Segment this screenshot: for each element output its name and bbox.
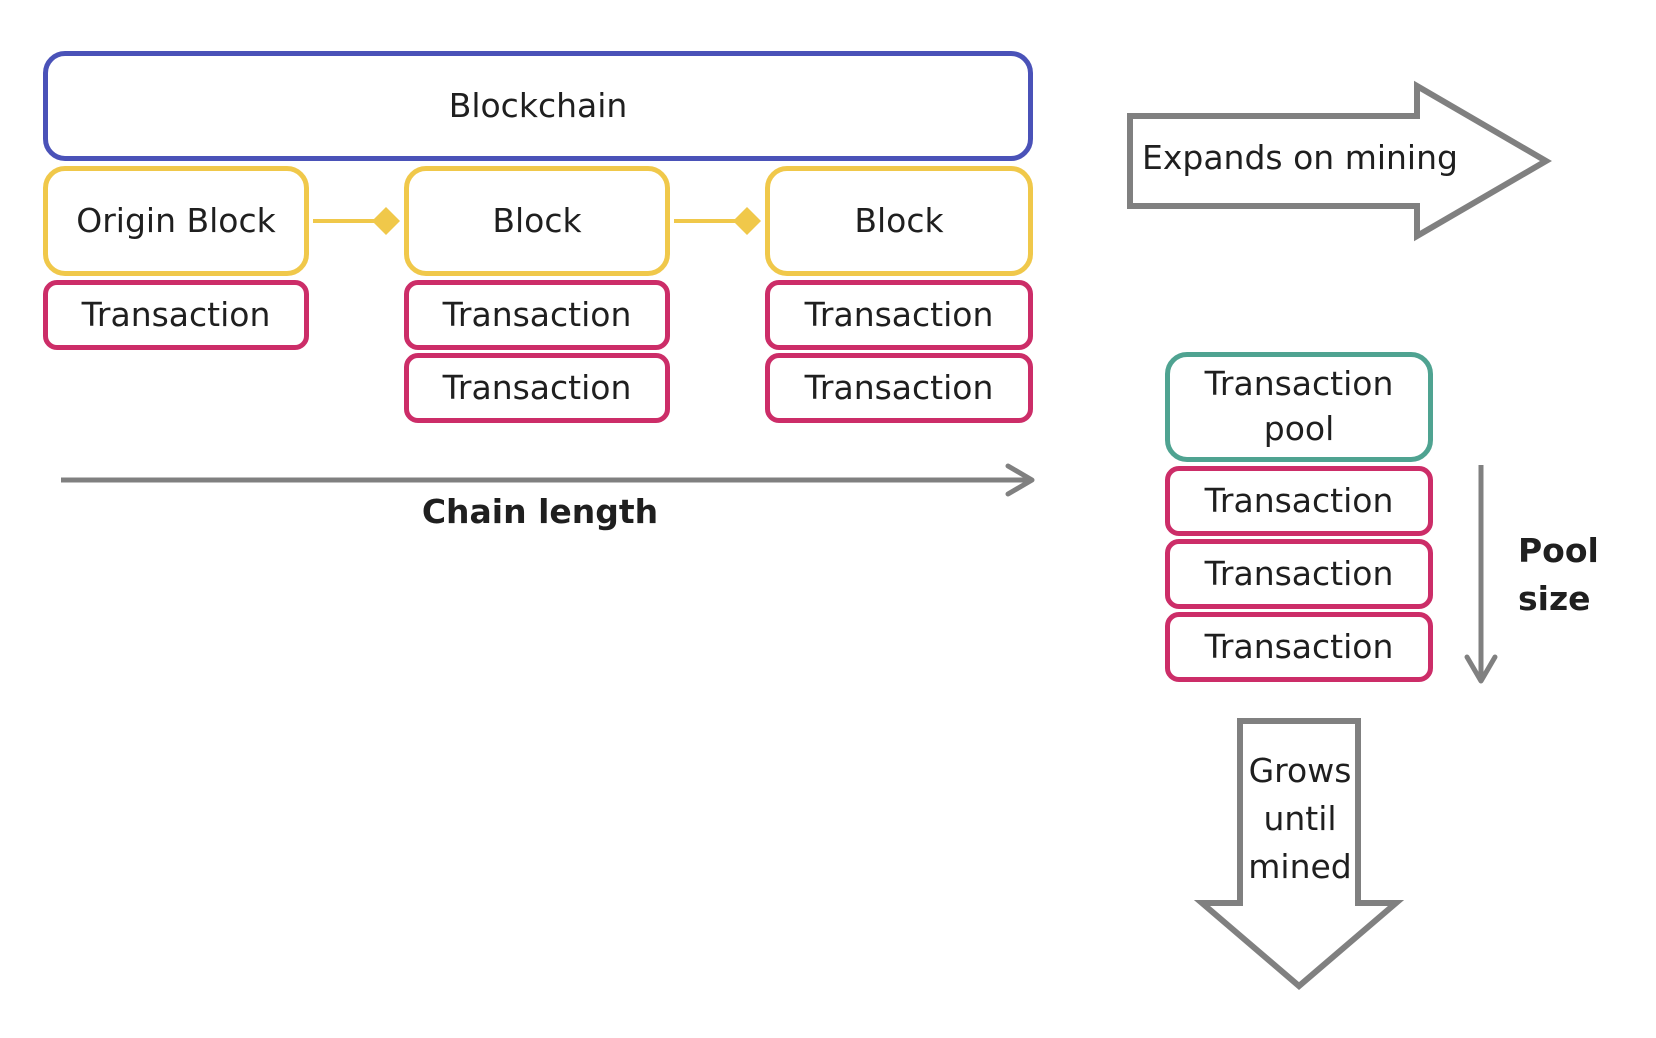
pool-transaction-1: Transaction xyxy=(1165,466,1433,536)
transaction-origin-1: Transaction xyxy=(43,280,309,350)
transaction-pool-box: Transaction pool xyxy=(1165,352,1433,462)
grows-until-mined-label: Grows until mined xyxy=(1248,751,1352,886)
pool-size-arrow-head xyxy=(1464,654,1498,684)
transaction-label: Transaction xyxy=(804,367,994,407)
block-connector-2-diamond xyxy=(733,207,761,235)
chain-length-arrow-head xyxy=(1005,463,1035,497)
pool-transaction-3: Transaction xyxy=(1165,612,1433,682)
pool-size-label: Pool size xyxy=(1518,531,1599,618)
origin-block-label: Origin Block xyxy=(76,200,276,240)
transaction-label: Transaction xyxy=(442,294,632,334)
block-2: Block xyxy=(404,166,670,276)
transaction-label: Transaction xyxy=(442,367,632,407)
transaction-label: Transaction xyxy=(81,294,271,334)
block-3: Block xyxy=(765,166,1033,276)
blockchain-label: Blockchain xyxy=(448,85,628,125)
block-2-label: Block xyxy=(492,200,582,240)
transaction-block3-2: Transaction xyxy=(765,353,1033,423)
blockchain-box: Blockchain xyxy=(43,51,1033,161)
pool-transaction-2: Transaction xyxy=(1165,539,1433,609)
origin-block: Origin Block xyxy=(43,166,309,276)
transaction-label: Transaction xyxy=(1204,626,1394,666)
transaction-label: Transaction xyxy=(1204,480,1394,520)
transaction-label: Transaction xyxy=(1204,553,1394,593)
chain-length-label: Chain length xyxy=(421,492,659,531)
transaction-block2-2: Transaction xyxy=(404,353,670,423)
block-connector-1-diamond xyxy=(372,207,400,235)
transaction-label: Transaction xyxy=(804,294,994,334)
expands-on-mining-label: Expands on mining xyxy=(1142,138,1458,177)
transaction-block2-1: Transaction xyxy=(404,280,670,350)
transaction-pool-label: Transaction pool xyxy=(1204,364,1394,448)
block-3-label: Block xyxy=(854,200,944,240)
transaction-block3-1: Transaction xyxy=(765,280,1033,350)
